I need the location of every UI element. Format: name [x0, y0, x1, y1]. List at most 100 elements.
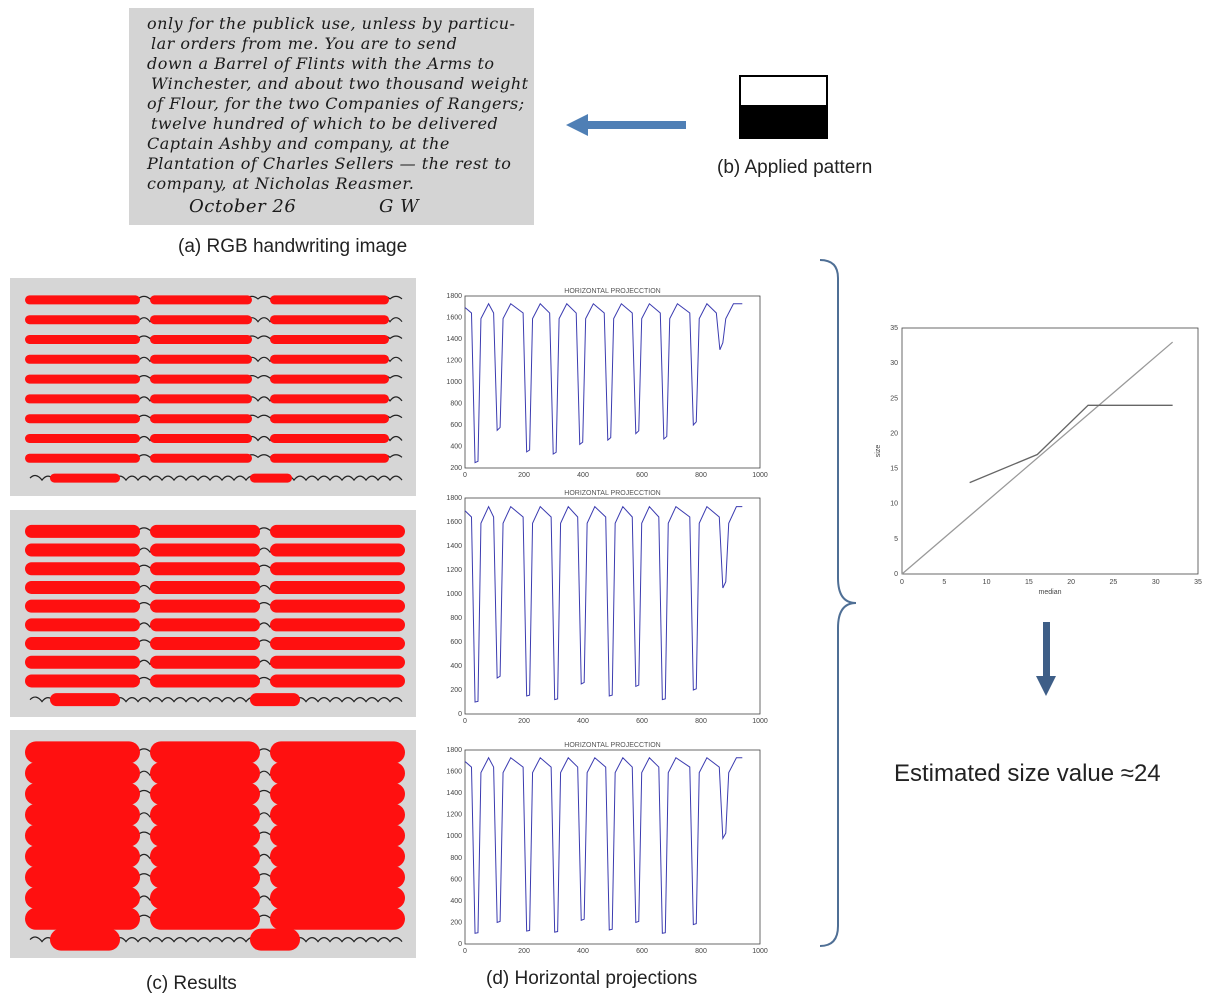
y-tick-label: 15 — [890, 466, 898, 473]
x-tick-label: 10 — [983, 579, 991, 586]
x-tick-label: 0 — [463, 472, 467, 479]
handwriting-line: twelve hundred of which to be delivered — [151, 114, 499, 133]
red-blob — [270, 374, 389, 384]
red-blob — [150, 907, 260, 930]
red-blob — [50, 928, 120, 951]
y-tick-label: 400 — [450, 444, 462, 451]
red-blob — [50, 473, 120, 483]
red-blob — [270, 887, 405, 909]
red-blob — [270, 453, 389, 463]
y-tick-label: 600 — [450, 422, 462, 429]
red-blob — [270, 674, 405, 688]
caption-a: (a) RGB handwriting image — [178, 236, 408, 257]
red-blob — [270, 803, 405, 826]
red-blob — [25, 907, 140, 930]
red-blob — [25, 543, 140, 557]
red-blob — [150, 803, 260, 826]
red-blob — [150, 335, 252, 344]
y-tick-label: 1000 — [446, 379, 462, 386]
x-tick-label: 1000 — [752, 718, 768, 725]
x-tick-label: 20 — [1067, 579, 1075, 586]
red-blob — [270, 618, 405, 632]
red-blob — [25, 845, 140, 868]
red-blob — [25, 453, 140, 463]
x-tick-label: 200 — [518, 718, 530, 725]
plot-frame — [901, 327, 1199, 575]
x-tick-label: 25 — [1110, 579, 1118, 586]
y-tick-label: 0 — [458, 711, 462, 718]
red-blob — [150, 295, 252, 305]
x-tick-label: 15 — [1025, 579, 1033, 586]
x-tick-label: 0 — [463, 718, 467, 725]
caption-c: (c) Results — [146, 973, 237, 994]
y-tick-label: 1000 — [446, 833, 462, 840]
y-tick-label: 1600 — [446, 315, 462, 322]
y-tick-label: 1800 — [446, 747, 462, 754]
red-blob — [270, 524, 405, 538]
x-tick-label: 200 — [518, 948, 530, 955]
red-blob — [25, 887, 140, 909]
y-tick-label: 1800 — [446, 495, 462, 502]
red-blob — [25, 414, 140, 424]
handwriting-line: only for the publick use, unless by part… — [147, 14, 516, 33]
x-tick-label: 400 — [577, 472, 589, 479]
red-blob — [270, 354, 389, 364]
red-blob — [270, 783, 405, 805]
red-blob — [25, 655, 140, 669]
red-blob — [25, 618, 140, 632]
red-blob — [25, 374, 140, 384]
red-blob — [270, 599, 405, 613]
y-axis-label: size — [875, 445, 882, 458]
red-blob — [270, 845, 405, 868]
y-tick-label: 200 — [450, 465, 462, 472]
y-tick-label: 1200 — [446, 567, 462, 574]
y-tick-label: 10 — [890, 501, 898, 508]
red-blob — [270, 741, 405, 764]
red-blob — [150, 655, 260, 669]
red-blob — [270, 762, 405, 785]
red-blob — [150, 453, 252, 463]
red-blob — [150, 543, 260, 557]
red-blob — [270, 543, 405, 557]
y-tick-label: 200 — [450, 919, 462, 926]
red-blob — [150, 845, 260, 868]
x-tick-label: 5 — [942, 579, 946, 586]
y-tick-label: 0 — [894, 571, 898, 578]
y-tick-label: 1200 — [446, 358, 462, 365]
estimated-size-label: Estimated size value ≈24 — [894, 760, 1161, 787]
red-blob — [25, 762, 140, 785]
red-blob — [25, 335, 140, 344]
x-tick-label: 400 — [577, 948, 589, 955]
red-blob — [25, 434, 140, 443]
projection-series — [464, 756, 743, 934]
handwriting-line: G W — [379, 196, 420, 217]
estimate-series — [969, 404, 1173, 484]
x-tick-label: 600 — [636, 472, 648, 479]
applied-pattern-icon — [739, 75, 828, 139]
projection-series — [464, 505, 743, 703]
projection-series — [464, 302, 743, 464]
handwriting-line: Winchester, and about two thousand weigh… — [151, 74, 529, 93]
red-blob — [25, 824, 140, 847]
handwriting-line: lar orders from me. You are to send — [151, 34, 458, 53]
red-blob — [25, 524, 140, 538]
y-tick-label: 200 — [450, 687, 462, 694]
red-blob — [25, 580, 140, 594]
result-panel — [10, 510, 416, 717]
red-blob — [150, 618, 260, 632]
handwriting-line: October 26 — [189, 196, 297, 217]
y-tick-label: 1400 — [446, 543, 462, 550]
y-tick-label: 1400 — [446, 790, 462, 797]
red-blob — [25, 741, 140, 764]
y-tick-label: 35 — [890, 325, 898, 332]
plot-title: HORIZONTAL PROJECCTION — [564, 288, 660, 295]
x-tick-label: 400 — [577, 718, 589, 725]
x-tick-label: 800 — [695, 472, 707, 479]
handwriting-line: down a Barrel of Flints with the Arms to — [147, 54, 495, 73]
y-tick-label: 5 — [894, 536, 898, 543]
handwriting-image: only for the publick use, unless by part… — [129, 8, 534, 225]
plot-title: HORIZONTAL PROJECCTION — [564, 742, 660, 749]
red-blob — [25, 783, 140, 805]
